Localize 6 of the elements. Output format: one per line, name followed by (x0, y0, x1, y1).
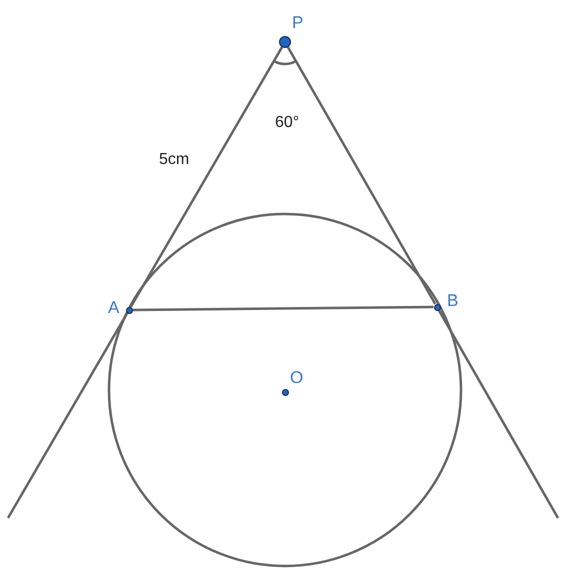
point-label: B (447, 292, 458, 309)
point-label: O (290, 369, 304, 386)
point-label: A (108, 299, 120, 316)
point-label: P (292, 14, 304, 31)
line-segment (286, 46, 436, 305)
line-segment (132, 306, 434, 312)
